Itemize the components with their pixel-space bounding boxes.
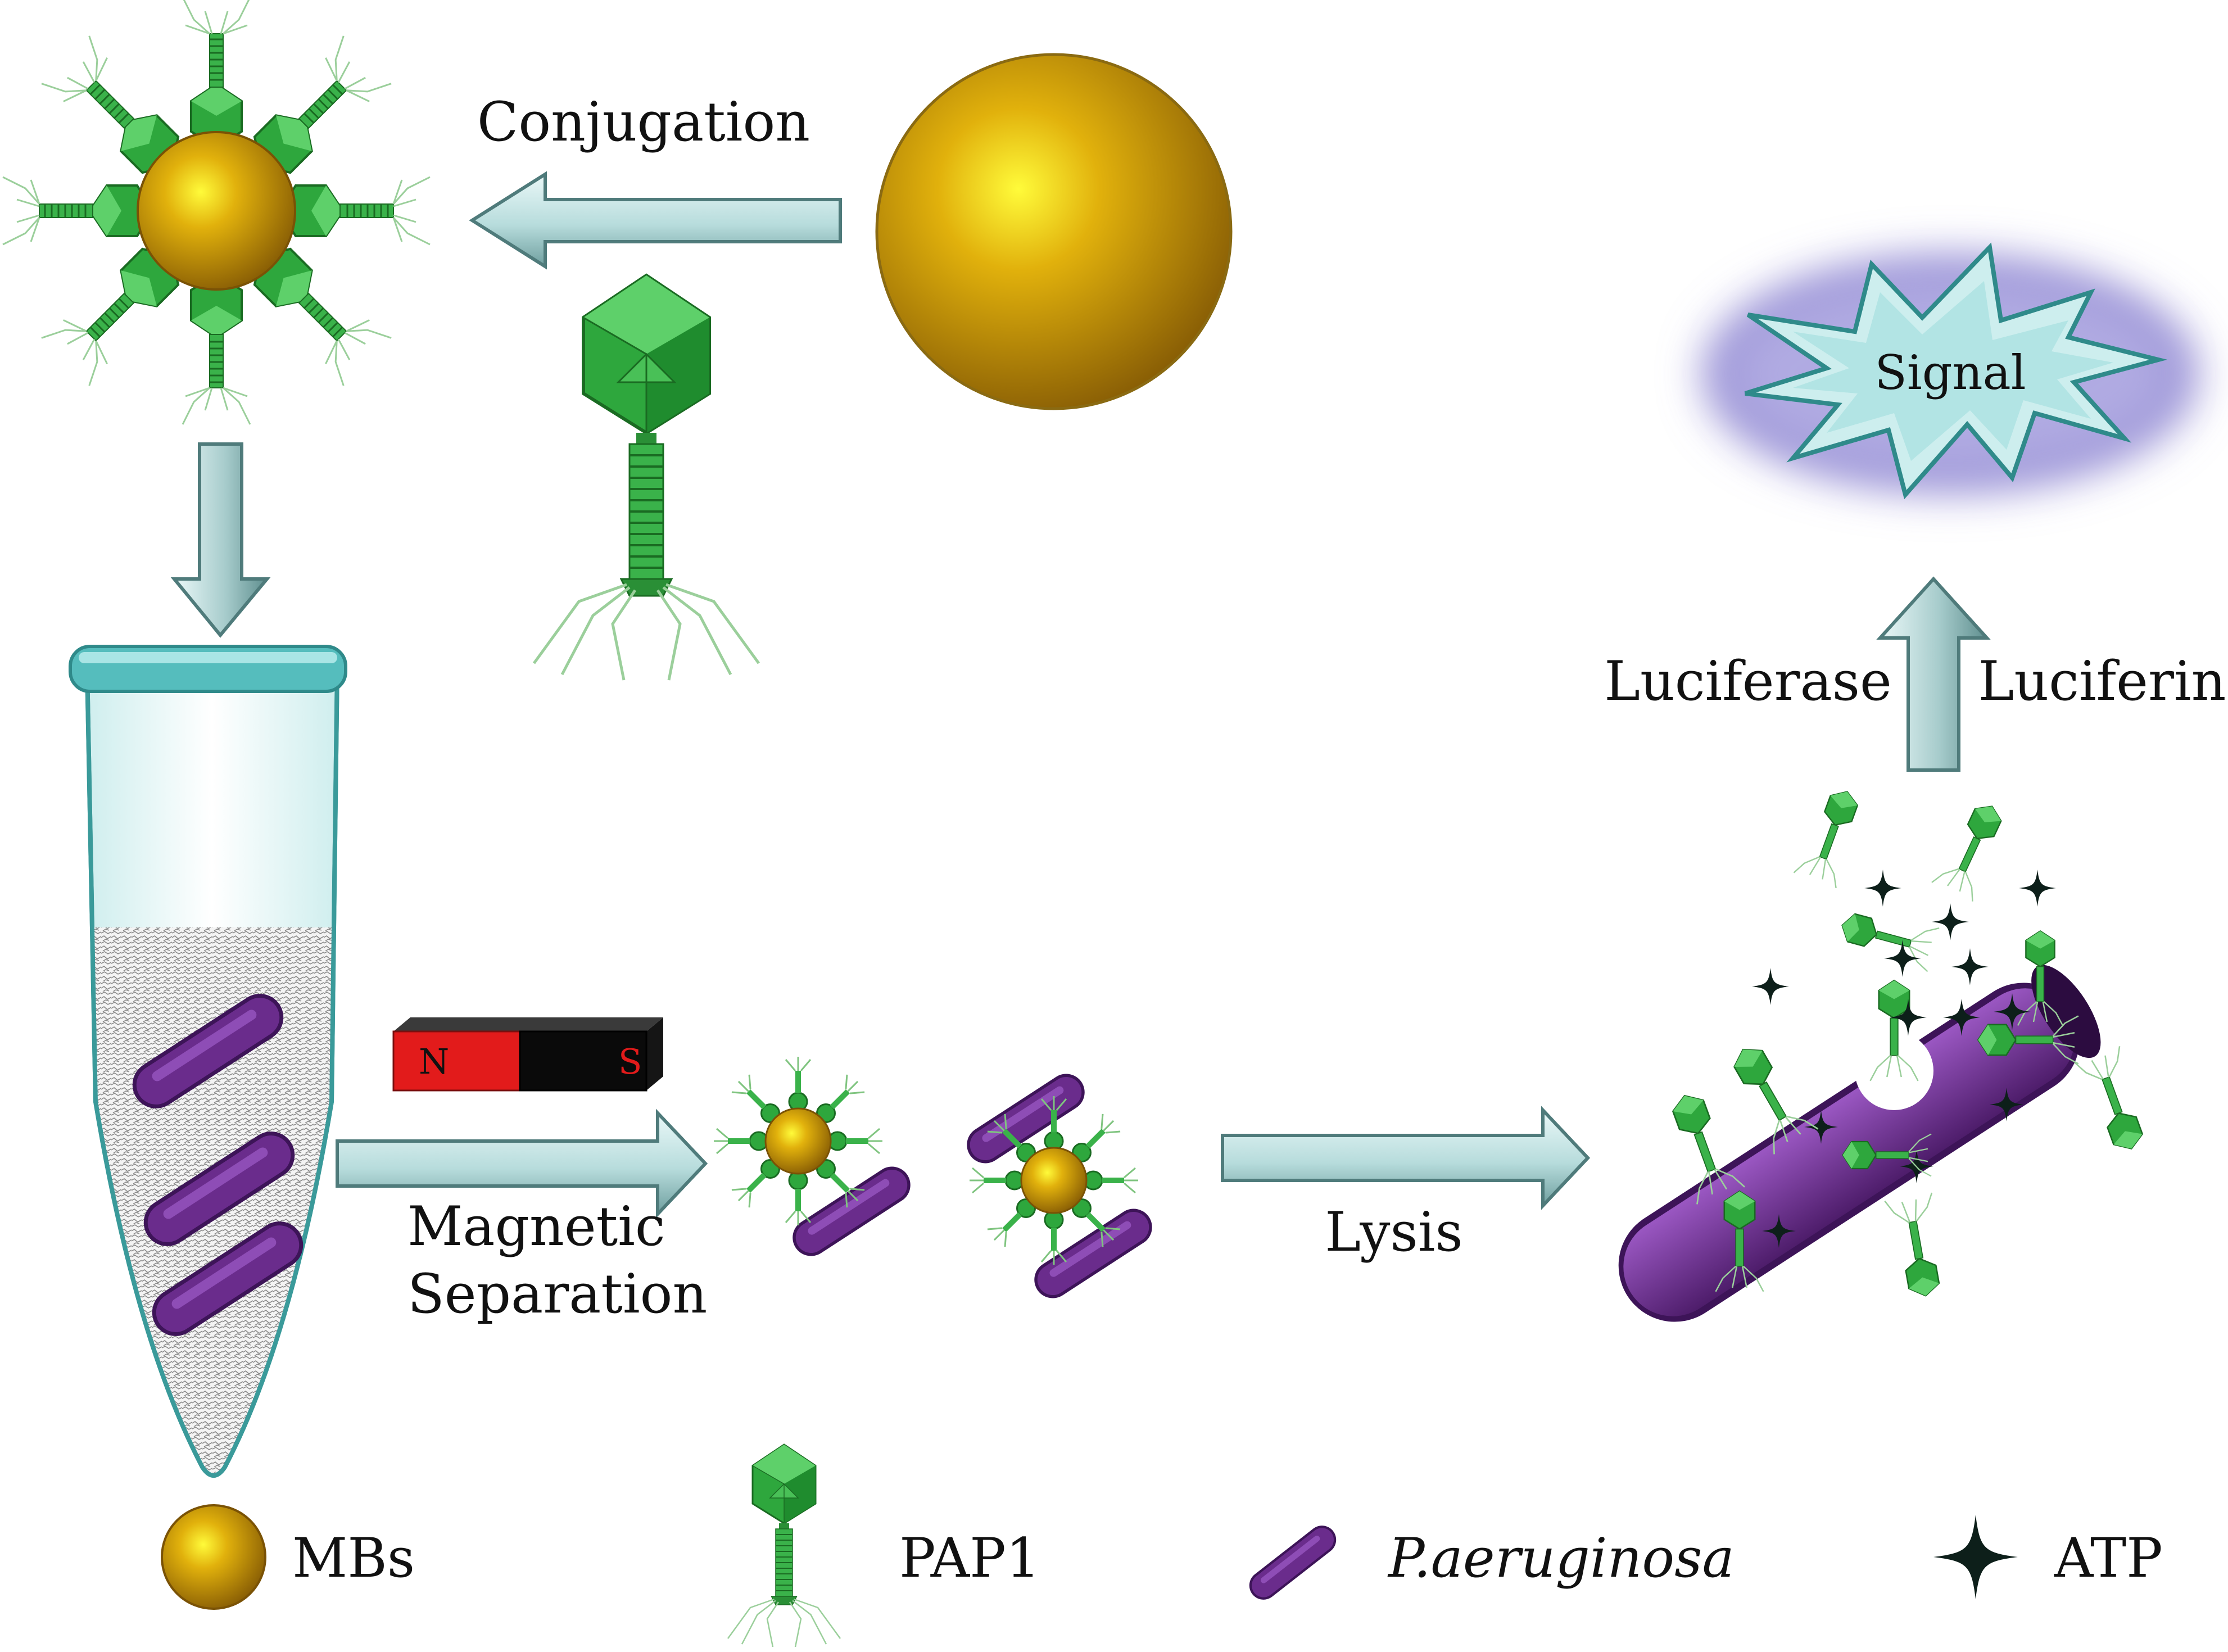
magnet-north-label: N	[419, 1041, 449, 1082]
tube	[69, 645, 347, 1478]
signal-burst	[1703, 242, 2198, 500]
legend-mbs-icon	[161, 1504, 266, 1610]
magnetic-label-line2: Separation	[407, 1262, 707, 1325]
legend: MBs PAP1 P.aeruginosa ATP	[161, 1443, 2163, 1648]
legend-atp-icon	[1933, 1515, 2018, 1599]
legend-pap1-label: PAP1	[899, 1527, 1040, 1590]
conjugation-arrow	[469, 171, 842, 270]
luciferin-label: Luciferin	[1978, 650, 2226, 713]
luciferase-label: Luciferase	[1604, 650, 1892, 713]
legend-atp-label: ATP	[2054, 1527, 2163, 1590]
magnet-south-label: S	[618, 1041, 642, 1082]
legend-bacteria-label: P.aeruginosa	[1387, 1527, 1735, 1590]
magnetic-bead	[875, 53, 1233, 410]
lysis-label: Lysis	[1325, 1201, 1463, 1264]
phage-coated-bead	[2, 0, 431, 426]
conjugation-label: Conjugation	[477, 90, 810, 153]
lysed-bacterium	[1618, 783, 2155, 1322]
captured-bacteria-group	[713, 1056, 1138, 1280]
lysis-arrow	[1221, 1106, 1591, 1210]
down-arrow	[170, 442, 271, 638]
magnetic-label-line1: Magnetic	[407, 1195, 665, 1258]
legend-pap1-icon	[727, 1443, 841, 1648]
phage-icon	[534, 275, 759, 680]
magnet: N S	[392, 1017, 663, 1092]
signal-label: Signal	[1874, 345, 2026, 400]
up-arrow	[1876, 576, 1991, 772]
legend-bacteria-icon	[1261, 1537, 1322, 1586]
separation-arrow	[336, 1108, 708, 1219]
legend-mbs-label: MBs	[292, 1527, 415, 1590]
